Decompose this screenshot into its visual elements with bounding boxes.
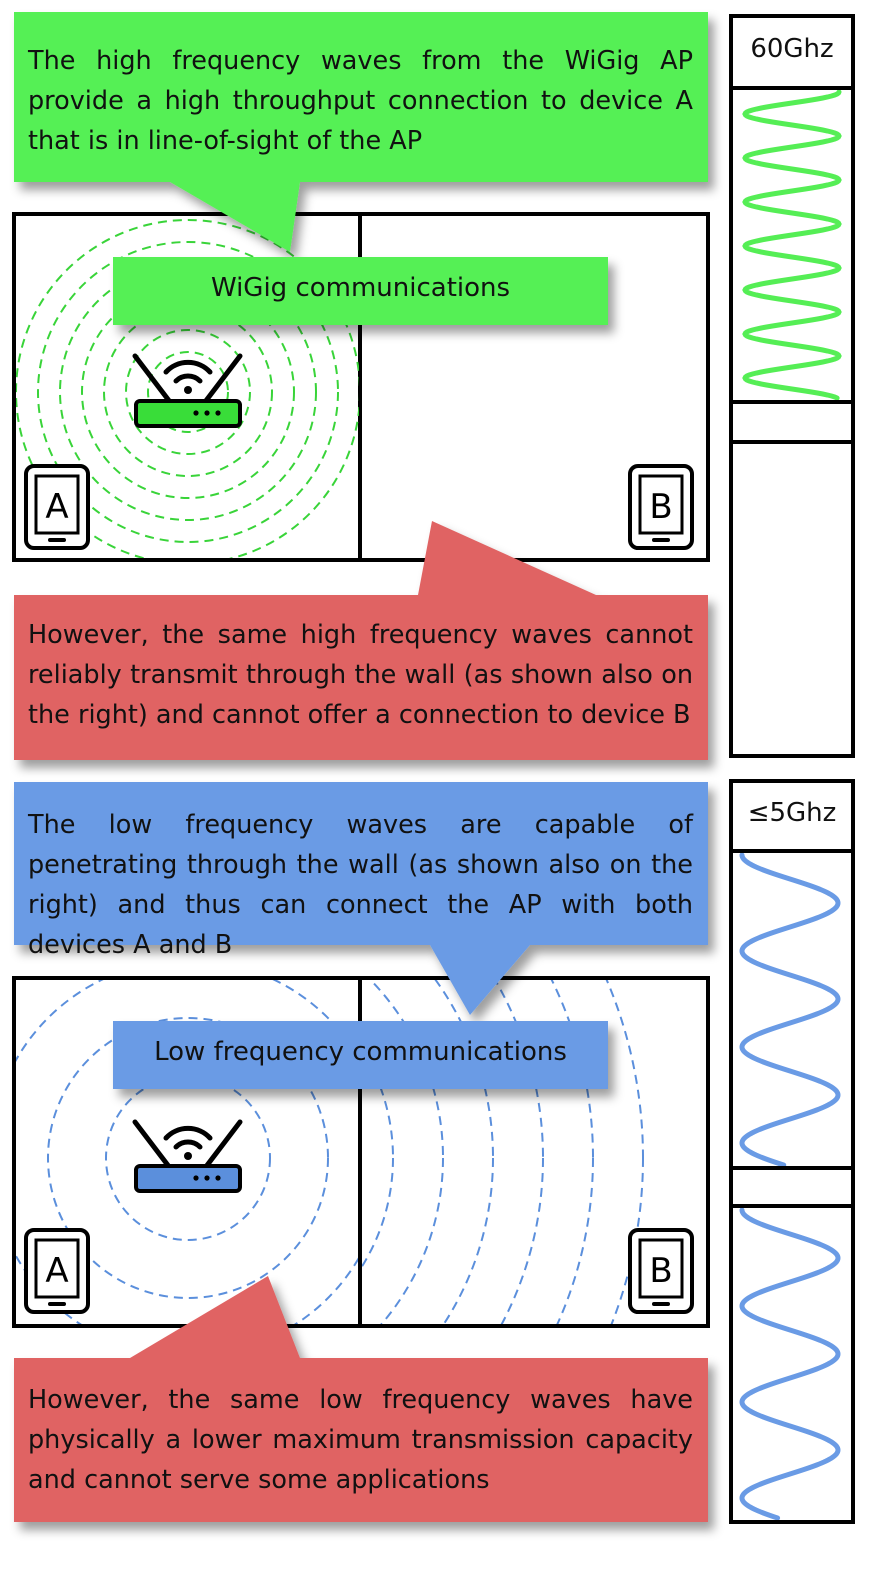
low-frequency-label: ≤5Ghz <box>747 798 837 828</box>
low-device-a-label: A <box>45 1251 68 1291</box>
low-warning-text: However, the same low frequency waves ha… <box>28 1385 693 1495</box>
wigig-router-icon <box>132 353 243 428</box>
low-banner <box>113 1021 608 1089</box>
low-waves-left <box>16 980 359 1324</box>
low-device-a-icon <box>24 1228 90 1314</box>
wigig-device-b-icon <box>628 464 694 550</box>
low-frequency-wave-lower <box>739 1208 841 1520</box>
wigig-device-b-label: B <box>649 487 672 527</box>
wigig-device-a-label: A <box>45 487 68 527</box>
wigig-callout <box>14 12 708 252</box>
wigig-banner <box>113 257 608 325</box>
low-callout-text: The low frequency waves are capable of p… <box>28 810 693 960</box>
low-banner-label: Low frequency communications <box>154 1037 567 1067</box>
low-waves-right <box>362 980 644 1324</box>
low-frequency-wave-upper <box>739 853 841 1166</box>
wigig-warning-callout <box>14 521 708 760</box>
wigig-banner-label: WiGig communications <box>210 273 511 303</box>
low-device-b-icon <box>628 1228 694 1314</box>
low-device-b-label: B <box>649 1251 672 1291</box>
wigig-warning-text: However, the same high frequency waves c… <box>28 620 693 730</box>
low-warning-callout <box>14 1276 708 1522</box>
high-frequency-label: 60Ghz <box>750 34 834 64</box>
low-callout <box>14 782 708 1015</box>
wigig-device-a-icon <box>24 464 90 550</box>
high-frequency-wave <box>742 90 842 400</box>
low-frequency-panel <box>729 779 855 1524</box>
wigig-callout-text: The high frequency waves from the WiGig … <box>28 46 693 156</box>
low-router-icon <box>132 1119 243 1193</box>
